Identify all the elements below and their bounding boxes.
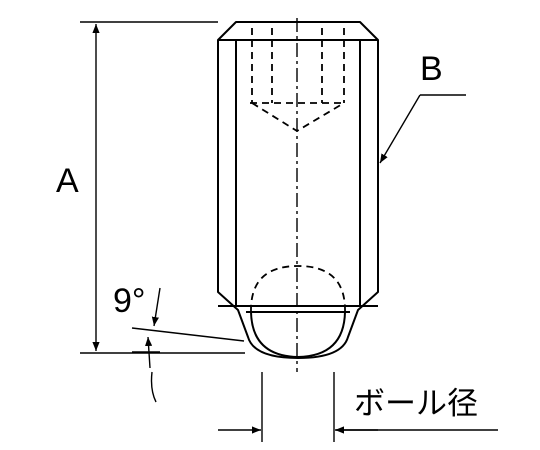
tip-angle-label: 9° — [113, 282, 146, 320]
angle-leader-upper — [151, 287, 161, 327]
ball-hidden-arc — [250, 265, 346, 313]
dimension-b-label: B — [420, 50, 443, 88]
socket-cone — [251, 102, 345, 133]
ball-lower-arc — [250, 311, 346, 358]
leader-b — [379, 94, 421, 164]
ball-diameter-label: ボール径 — [354, 386, 478, 422]
angle-arc — [150, 371, 157, 403]
dimension-a-label: A — [56, 162, 79, 200]
body-outline — [217, 21, 379, 359]
angle-reference-line — [131, 327, 245, 342]
